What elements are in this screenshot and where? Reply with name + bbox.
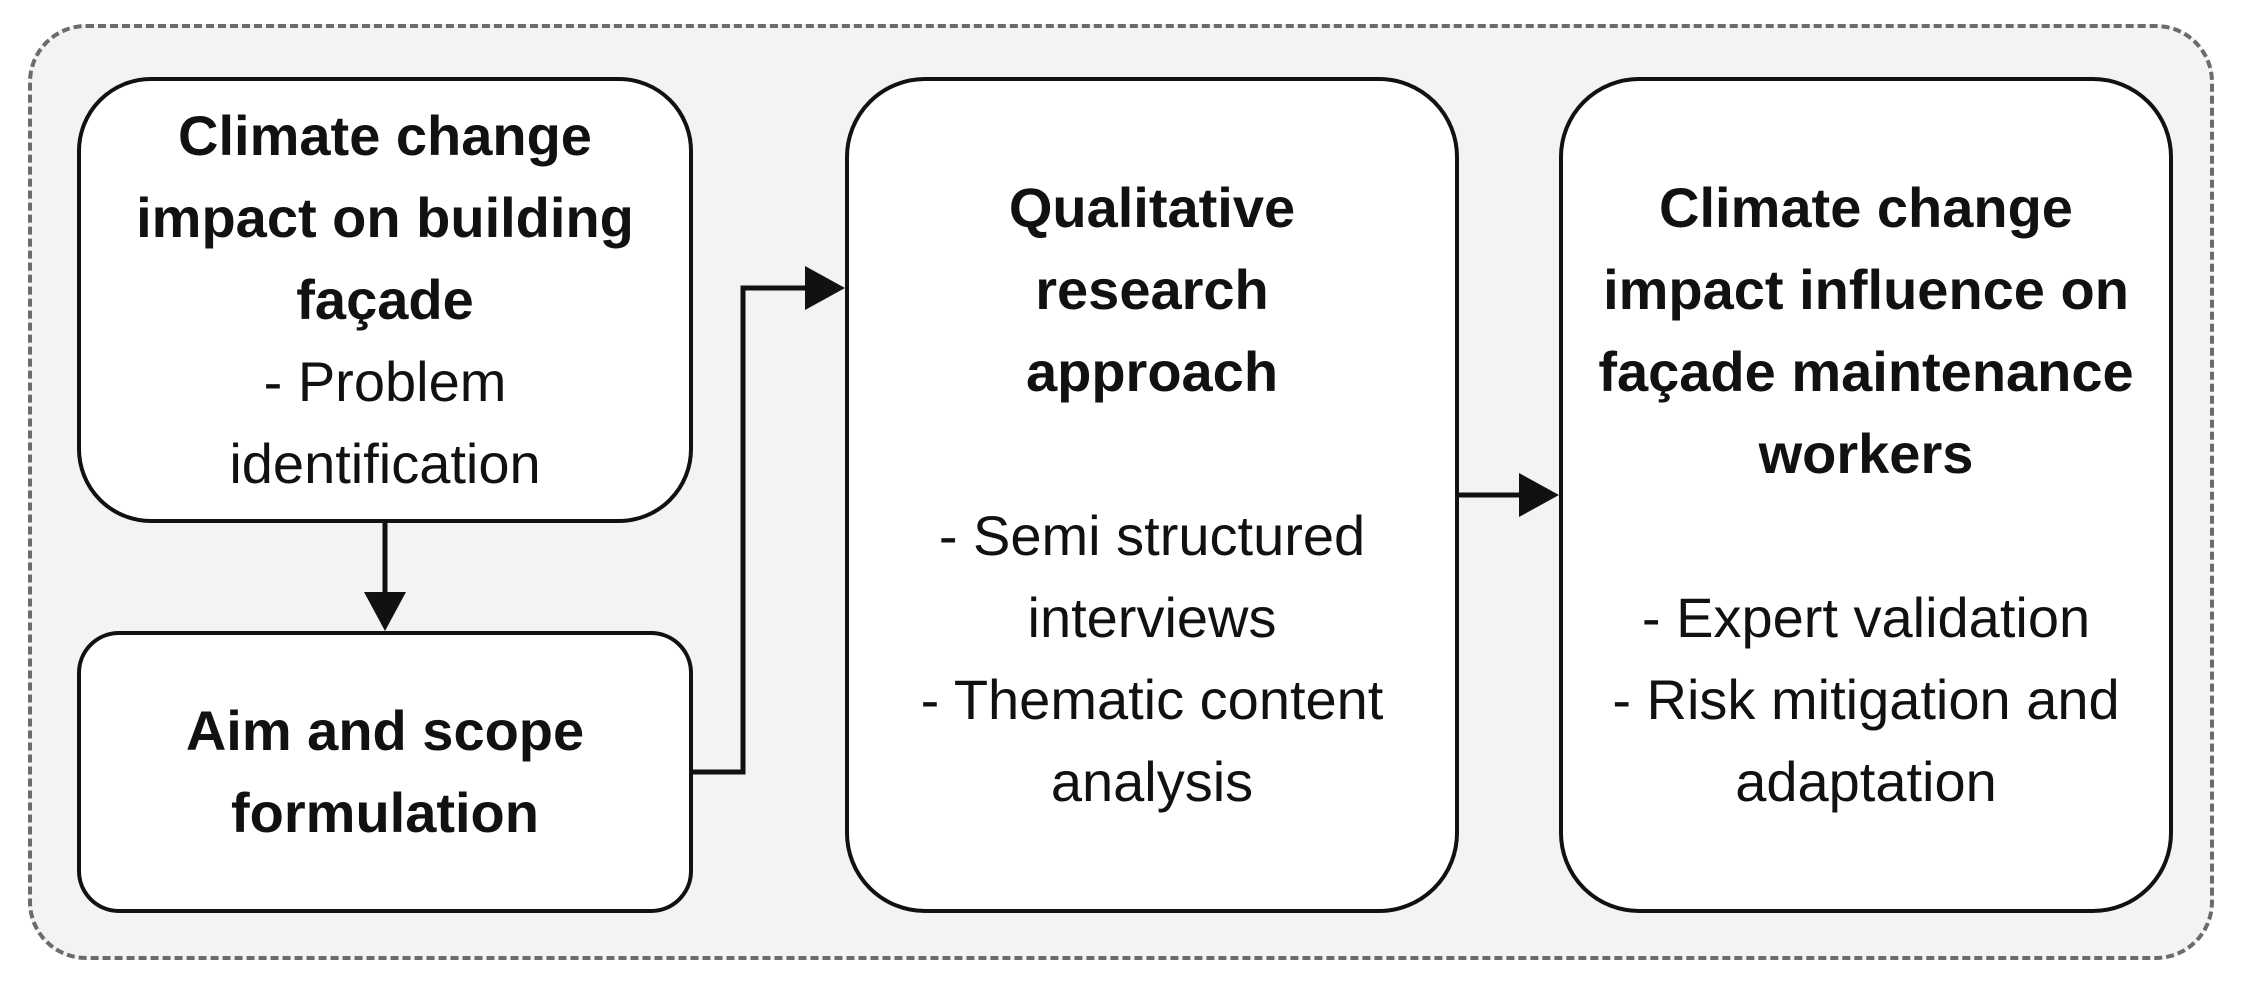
outcome-box: Climate change impact influence on façad…: [1559, 77, 2173, 913]
method-box-title-line-2: research: [1035, 258, 1269, 321]
aim-box-title-line-2: formulation: [231, 781, 539, 844]
aim-scope-box: Aim and scope formulation: [77, 631, 693, 913]
outcome-box-title-line-4: workers: [1758, 422, 1974, 485]
problem-box-title-line-2: impact on building: [136, 186, 634, 249]
outcome-box-title-line-3: façade maintenance: [1598, 340, 2134, 403]
problem-identification-box: Climate change impact on building façade…: [77, 77, 693, 523]
method-box-detail-line-2: interviews: [1027, 586, 1277, 649]
outcome-box-title-line-2: impact influence on: [1603, 258, 2129, 321]
outcome-box-title-line-1: Climate change: [1659, 176, 2073, 239]
outcome-box-detail-line-2: - Risk mitigation and: [1612, 668, 2120, 731]
problem-box-title-line-3: façade: [296, 268, 474, 331]
outcome-box-detail-line-1: - Expert validation: [1641, 586, 2091, 649]
research-method-box: Qualitative research approach - Semi str…: [845, 77, 1459, 913]
problem-box-detail-line-1: - Problem: [263, 350, 507, 413]
arrow-problem-to-aim: [364, 523, 406, 631]
method-box-title-line-1: Qualitative: [1008, 176, 1296, 239]
method-box-title-line-3: approach: [1025, 340, 1279, 403]
method-box-detail-line-4: analysis: [1050, 750, 1254, 813]
arrow-aim-to-method: [693, 266, 845, 775]
method-box-detail-line-1: - Semi structured: [938, 504, 1366, 567]
method-box-detail-line-3: - Thematic content: [920, 668, 1384, 731]
problem-box-title-line-1: Climate change: [178, 104, 592, 167]
arrow-method-to-outcome: [1459, 473, 1559, 517]
problem-box-detail-line-2: identification: [229, 432, 541, 495]
outcome-box-detail-line-3: adaptation: [1735, 750, 1997, 813]
aim-box-title-line-1: Aim and scope: [185, 699, 585, 762]
